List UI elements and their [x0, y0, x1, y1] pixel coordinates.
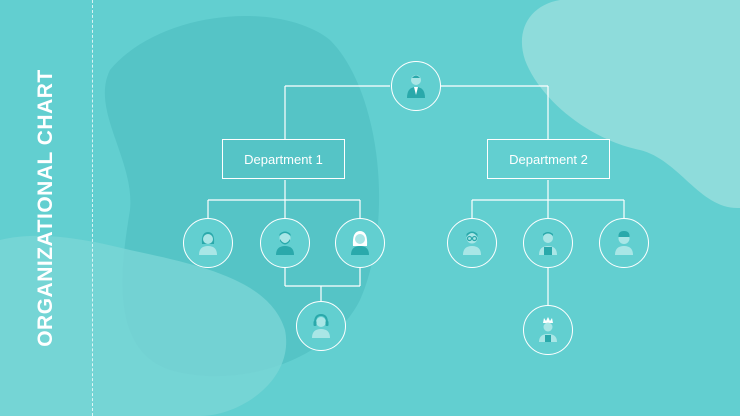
title-divider [92, 0, 93, 416]
woman-icon [199, 232, 217, 255]
member-node-glasses-man[interactable] [447, 218, 497, 268]
headset-agent-icon [312, 313, 330, 338]
member-node-crowned-person[interactable] [523, 305, 573, 355]
member-node-blonde-woman[interactable] [335, 218, 385, 268]
worker-overalls-icon [539, 232, 557, 255]
member-node-woman[interactable] [183, 218, 233, 268]
bearded-man-icon [276, 231, 294, 255]
glasses-man-icon [463, 231, 481, 255]
crowned-person-icon [539, 317, 557, 342]
member-node-bearded-man[interactable] [260, 218, 310, 268]
blonde-woman-icon [351, 231, 369, 255]
manager-icon [407, 75, 425, 98]
department-1-box[interactable]: Department 1 [222, 139, 345, 179]
member-node-headset-agent[interactable] [296, 301, 346, 351]
manager-node[interactable] [391, 61, 441, 111]
member-node-young-man[interactable] [599, 218, 649, 268]
member-node-worker[interactable] [523, 218, 573, 268]
young-man-icon [615, 231, 633, 255]
department-2-box[interactable]: Department 2 [487, 139, 610, 179]
